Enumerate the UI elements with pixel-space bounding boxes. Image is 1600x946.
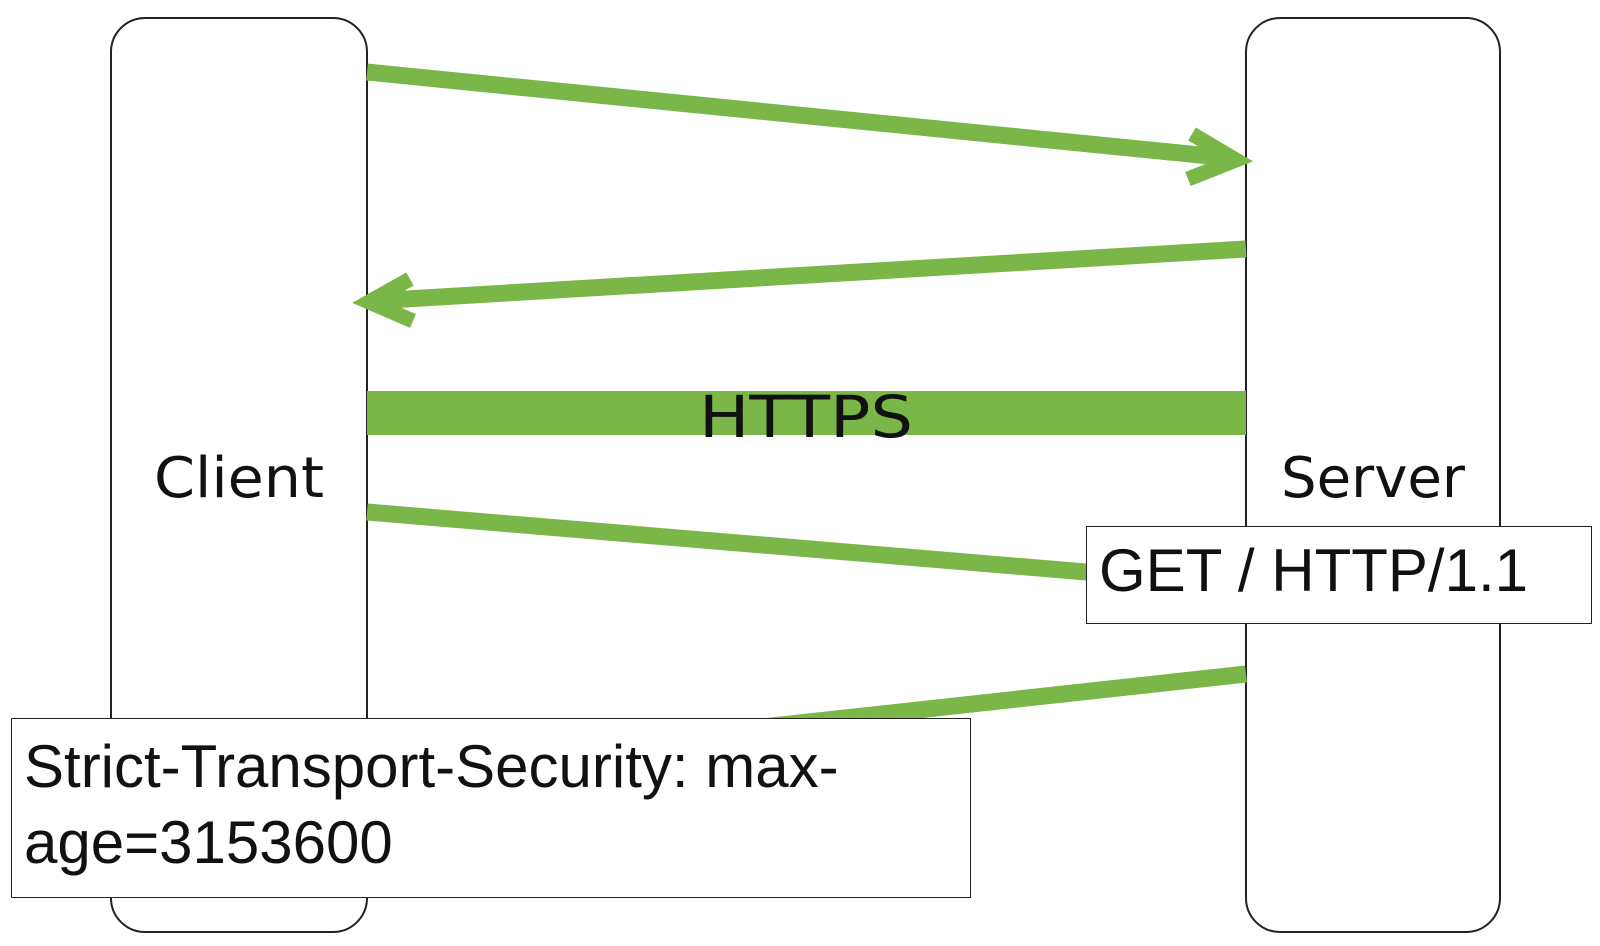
client-to-server-arrow — [366, 63, 1231, 167]
response-message-box: Strict-Transport-Security: max-age=31536… — [11, 718, 971, 898]
request-message-box: GET / HTTP/1.1 — [1086, 526, 1592, 624]
server-lifeline — [1245, 17, 1501, 933]
server-to-client-arrowhead — [352, 272, 416, 328]
server-to-client-arrow — [371, 240, 1247, 310]
https-label: HTTPS — [699, 383, 913, 451]
response-message-text: Strict-Transport-Security: max-age=31536… — [24, 733, 839, 876]
client-lifeline — [110, 17, 368, 933]
server-label: Server — [1281, 446, 1466, 511]
client-label: Client — [154, 446, 324, 511]
request-message-text: GET / HTTP/1.1 — [1099, 537, 1528, 604]
client-to-server-arrowhead — [1185, 127, 1254, 186]
client-to-server-request-line — [366, 503, 1111, 583]
https-channel-bar — [367, 391, 1246, 435]
